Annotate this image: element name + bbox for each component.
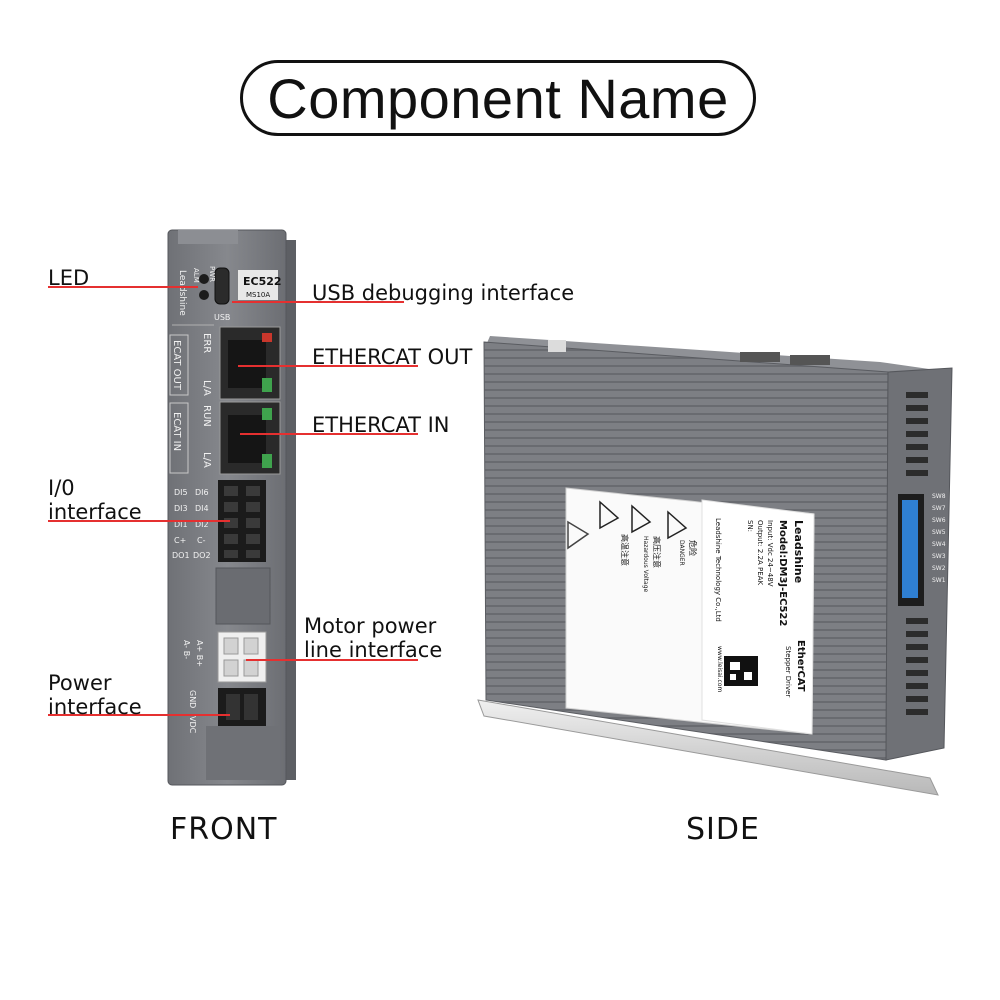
front-io-right-4: DO2	[193, 551, 211, 560]
front-err-label: ERR	[201, 333, 212, 353]
side-dip-3: SW5	[932, 529, 946, 536]
callout-led: LED	[48, 266, 90, 290]
side-view	[477, 336, 953, 796]
front-io-left-2: DI1	[174, 520, 188, 529]
front-io-right-0: DI6	[195, 488, 209, 497]
front-pwr-label: PWR	[208, 266, 216, 282]
side-dip-5: SW3	[932, 553, 946, 560]
side-brand: Leadshine	[792, 520, 805, 583]
callout-io-line2: interface	[48, 500, 142, 524]
front-ecat-out-label: ECAT OUT	[171, 340, 182, 391]
front-alm-label: ALM	[192, 268, 200, 283]
leader-lines	[48, 286, 418, 716]
side-model: Model:DM3J-EC522	[777, 520, 788, 626]
side-dip-4: SW4	[932, 541, 946, 548]
page-title: Component Name	[240, 60, 756, 136]
led-pwr-icon	[199, 290, 209, 300]
power-connector-icon	[218, 688, 266, 726]
side-hv-en: Hazardous Voltage	[642, 536, 649, 593]
side-product-line1: EtherCAT	[795, 640, 806, 692]
front-model-sub: MS10A	[246, 291, 270, 299]
front-view	[167, 229, 296, 786]
side-product-line2: Stepper Driver	[784, 646, 792, 697]
side-hot-cn: 高温注意	[620, 534, 630, 566]
front-io-left-1: DI3	[174, 504, 188, 513]
side-output: Output: 2.2A PEAK	[756, 520, 764, 585]
callout-motor-line2: line interface	[304, 638, 443, 662]
callout-power: Power interface	[48, 671, 142, 719]
qr-code-icon	[724, 656, 758, 686]
front-run-label: RUN	[201, 405, 212, 427]
side-dip-2: SW6	[932, 517, 946, 524]
led-alm-icon	[199, 274, 209, 284]
front-la-in-label: L/A	[201, 452, 212, 468]
side-input: Input: Vdc 24~48V	[766, 520, 774, 587]
front-io-right-2: DI2	[195, 520, 209, 529]
side-dip-1: SW7	[932, 505, 946, 512]
callout-io-line1: I/0	[48, 476, 75, 500]
caption-side: SIDE	[686, 812, 760, 847]
callout-power-line2: interface	[48, 695, 142, 719]
callout-motor: Motor power line interface	[304, 614, 442, 662]
side-web: www.leisai.com	[716, 646, 723, 692]
side-hv-cn: 高压注意	[652, 536, 662, 568]
side-dip-7: SW1	[932, 577, 946, 584]
callout-ecat-in: ETHERCAT IN	[312, 413, 450, 437]
front-brand: Leadshine	[177, 270, 187, 316]
front-gnd-label: GND	[188, 690, 197, 708]
side-dip-6: SW2	[932, 565, 946, 572]
callout-io: I/0 interface	[48, 476, 142, 524]
callout-power-line1: Power	[48, 671, 112, 695]
side-warn-en: DANGER	[678, 540, 685, 566]
callout-usb: USB debugging interface	[312, 281, 575, 305]
front-io-right-3: C-	[197, 536, 206, 545]
callout-motor-line1: Motor power	[304, 614, 437, 638]
front-ecat-in-label: ECAT IN	[171, 412, 182, 451]
front-io-right-1: DI4	[195, 504, 209, 513]
front-usb-label: USB	[214, 313, 230, 322]
front-motor-top: A+ B+	[195, 640, 204, 667]
front-io-left-4: DO1	[172, 551, 190, 560]
side-dip-0: SW8	[932, 493, 946, 500]
front-motor-bottom: A- B-	[182, 640, 191, 659]
front-vdc-label: VDC	[188, 716, 197, 734]
dip-switch-icon	[902, 500, 918, 598]
usb-port-icon	[214, 267, 230, 305]
side-warn-cn: 危险	[688, 540, 698, 556]
caption-front: FRONT	[170, 812, 278, 847]
side-company: Leadshine Technology Co.,Ltd	[714, 518, 722, 622]
front-la-out-label: L/A	[201, 380, 212, 396]
side-sn: SN:	[746, 520, 754, 532]
front-model-badge: EC522	[243, 275, 282, 288]
front-io-left-0: DI5	[174, 488, 188, 497]
front-io-left-3: C+	[174, 536, 186, 545]
callout-ecat-out: ETHERCAT OUT	[312, 345, 473, 369]
